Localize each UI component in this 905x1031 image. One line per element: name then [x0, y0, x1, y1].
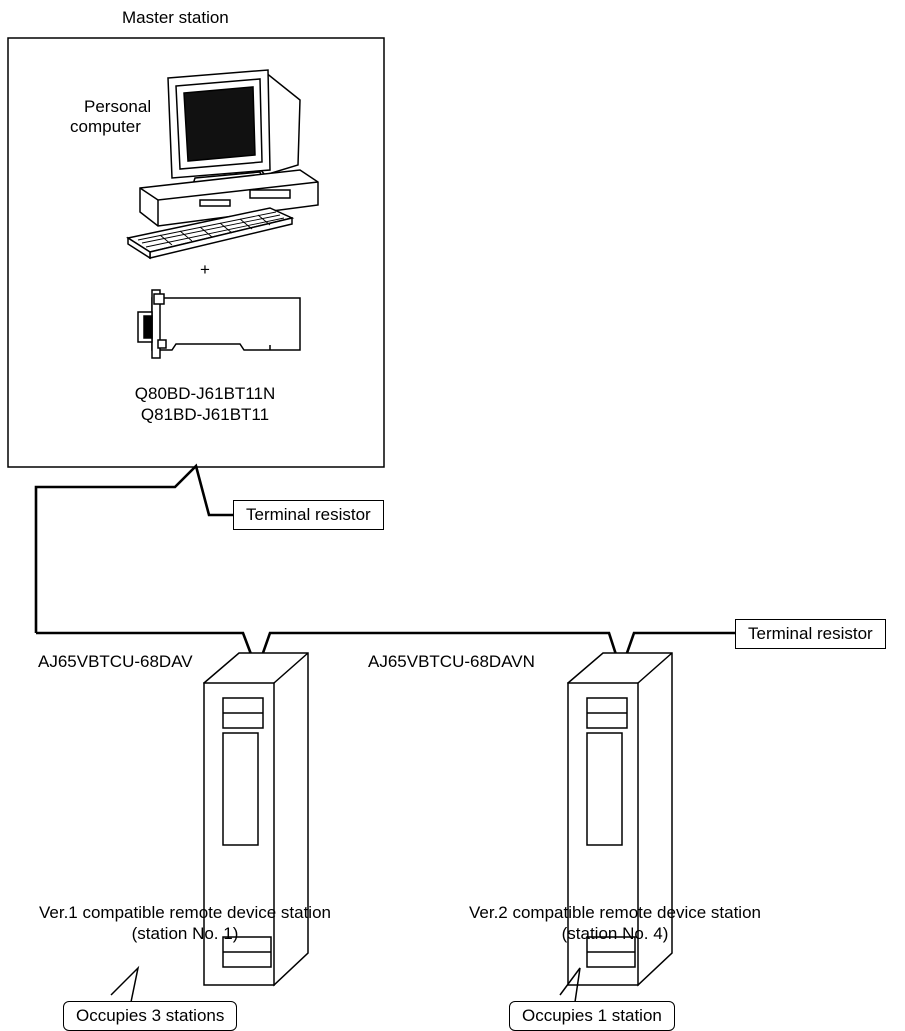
- pc-label-line2: computer: [70, 117, 141, 136]
- terminal-resistor-label-1: Terminal resistor: [233, 500, 384, 530]
- station-1-desc-line1: Ver.1 compatible remote device station: [39, 903, 331, 922]
- board-model-1: Q80BD-J61BT11N: [134, 384, 276, 403]
- remote-station-2-icon: [567, 652, 673, 987]
- callout-pointers: [110, 965, 581, 1003]
- plus-sign: +: [200, 260, 210, 279]
- personal-computer-icon: [126, 69, 319, 260]
- pc-label-line1: Personal: [84, 97, 152, 116]
- master-station-title: Master station: [122, 8, 229, 27]
- network-cable: [34, 463, 735, 675]
- station-1-model: AJ65VBTCU-68DAV: [38, 652, 193, 671]
- station-2-model: AJ65VBTCU-68DAVN: [368, 652, 535, 671]
- interface-board-icon: [137, 289, 301, 359]
- station-2-desc-line2: (station No. 4): [561, 924, 669, 943]
- station-2-desc-line1: Ver.2 compatible remote device station: [469, 903, 761, 922]
- personal-computer-label: Personal computer: [70, 97, 151, 137]
- board-model-2: Q81BD-J61BT11: [140, 405, 270, 424]
- station-1-callout: Occupies 3 stations: [63, 1001, 238, 1031]
- station-2-callout: Occupies 1 station: [509, 1001, 675, 1031]
- terminal-resistor-label-2: Terminal resistor: [735, 619, 886, 649]
- remote-station-1-icon: [203, 652, 309, 987]
- station-1-desc-line2: (station No. 1): [131, 924, 239, 943]
